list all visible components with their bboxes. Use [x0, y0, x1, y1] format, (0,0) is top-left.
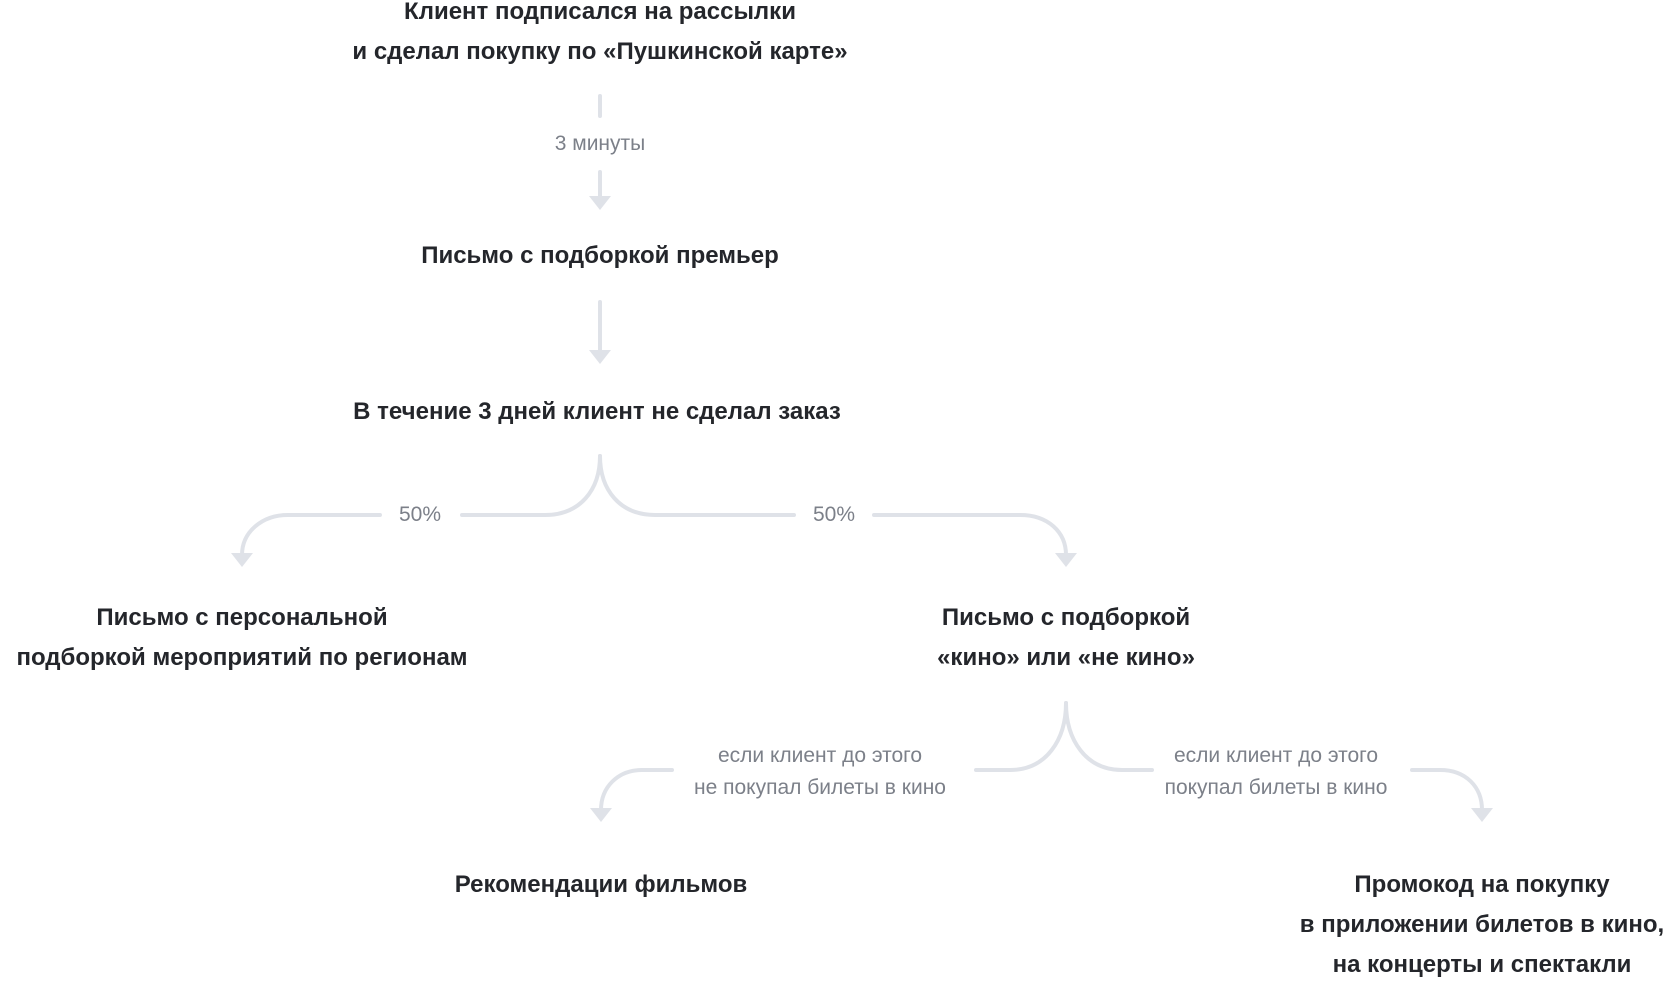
- arrowhead-premieres: [589, 196, 611, 210]
- node-promo-line-1: Промокод на покупку: [1354, 871, 1610, 898]
- connector-cinema-right: [1064, 701, 1484, 812]
- node-no-order-line-1: В течение 3 дней клиент не сделал заказ: [353, 398, 841, 425]
- node-film-recs: Рекомендации фильмов: [455, 865, 748, 905]
- arrowhead-personal: [231, 553, 253, 567]
- arrowhead-no-order: [589, 350, 611, 364]
- edge-label-no-cinema: если клиент до этого не покупал билеты в…: [688, 740, 952, 804]
- node-cinema-email: Письмо с подборкой «кино» или «не кино»: [937, 598, 1195, 678]
- arrowhead-promo: [1471, 808, 1493, 822]
- edge-label-bought-cinema-line-1: если клиент до этого: [1173, 744, 1379, 767]
- node-premieres-email-line-1: Письмо с подборкой премьер: [421, 242, 779, 269]
- connector-split-right: [598, 454, 1068, 557]
- edge-label-bought-cinema-line-2: покупал билеты в кино: [1164, 776, 1388, 799]
- node-cinema-email-line-1: Письмо с подборкой: [941, 604, 1191, 631]
- edge-label-split-left: 50%: [392, 499, 448, 531]
- arrowhead-cinema: [1055, 553, 1077, 567]
- node-promo: Промокод на покупку в приложении билетов…: [1300, 865, 1664, 985]
- node-premieres-email: Письмо с подборкой премьер: [421, 236, 779, 276]
- node-promo-line-3: на концерты и спектакли: [1332, 951, 1632, 978]
- node-personal-email-line-2: подборкой мероприятий по регионам: [16, 644, 468, 671]
- node-personal-email-line-1: Письмо с персональной: [96, 604, 388, 631]
- edge-label-delay-line-1: 3 минуты: [554, 132, 646, 155]
- edge-label-split-right-line-1: 50%: [812, 503, 856, 526]
- edge-label-no-cinema-line-2: не покупал билеты в кино: [694, 776, 946, 799]
- node-no-order: В течение 3 дней клиент не сделал заказ: [353, 392, 841, 432]
- arrowhead-film-recs: [590, 808, 612, 822]
- edge-label-split-left-line-1: 50%: [398, 503, 442, 526]
- node-start-line-2: и сделал покупку по «Пушкинской карте»: [352, 38, 848, 65]
- node-film-recs-line-1: Рекомендации фильмов: [454, 871, 748, 898]
- node-start: Клиент подписался на рассылки и сделал п…: [352, 0, 847, 72]
- edge-label-bought-cinema: если клиент до этого покупал билеты в ки…: [1158, 740, 1394, 804]
- node-cinema-email-line-2: «кино» или «не кино»: [937, 644, 1195, 671]
- node-start-line-1: Клиент подписался на рассылки: [404, 0, 796, 25]
- node-personal-email: Письмо с персональной подборкой мероприя…: [16, 598, 467, 678]
- node-promo-line-2: в приложении билетов в кино,: [1299, 911, 1665, 938]
- edge-label-split-right: 50%: [806, 499, 862, 531]
- edge-label-no-cinema-line-1: если клиент до этого: [717, 744, 923, 767]
- edge-label-delay: 3 минуты: [548, 128, 652, 160]
